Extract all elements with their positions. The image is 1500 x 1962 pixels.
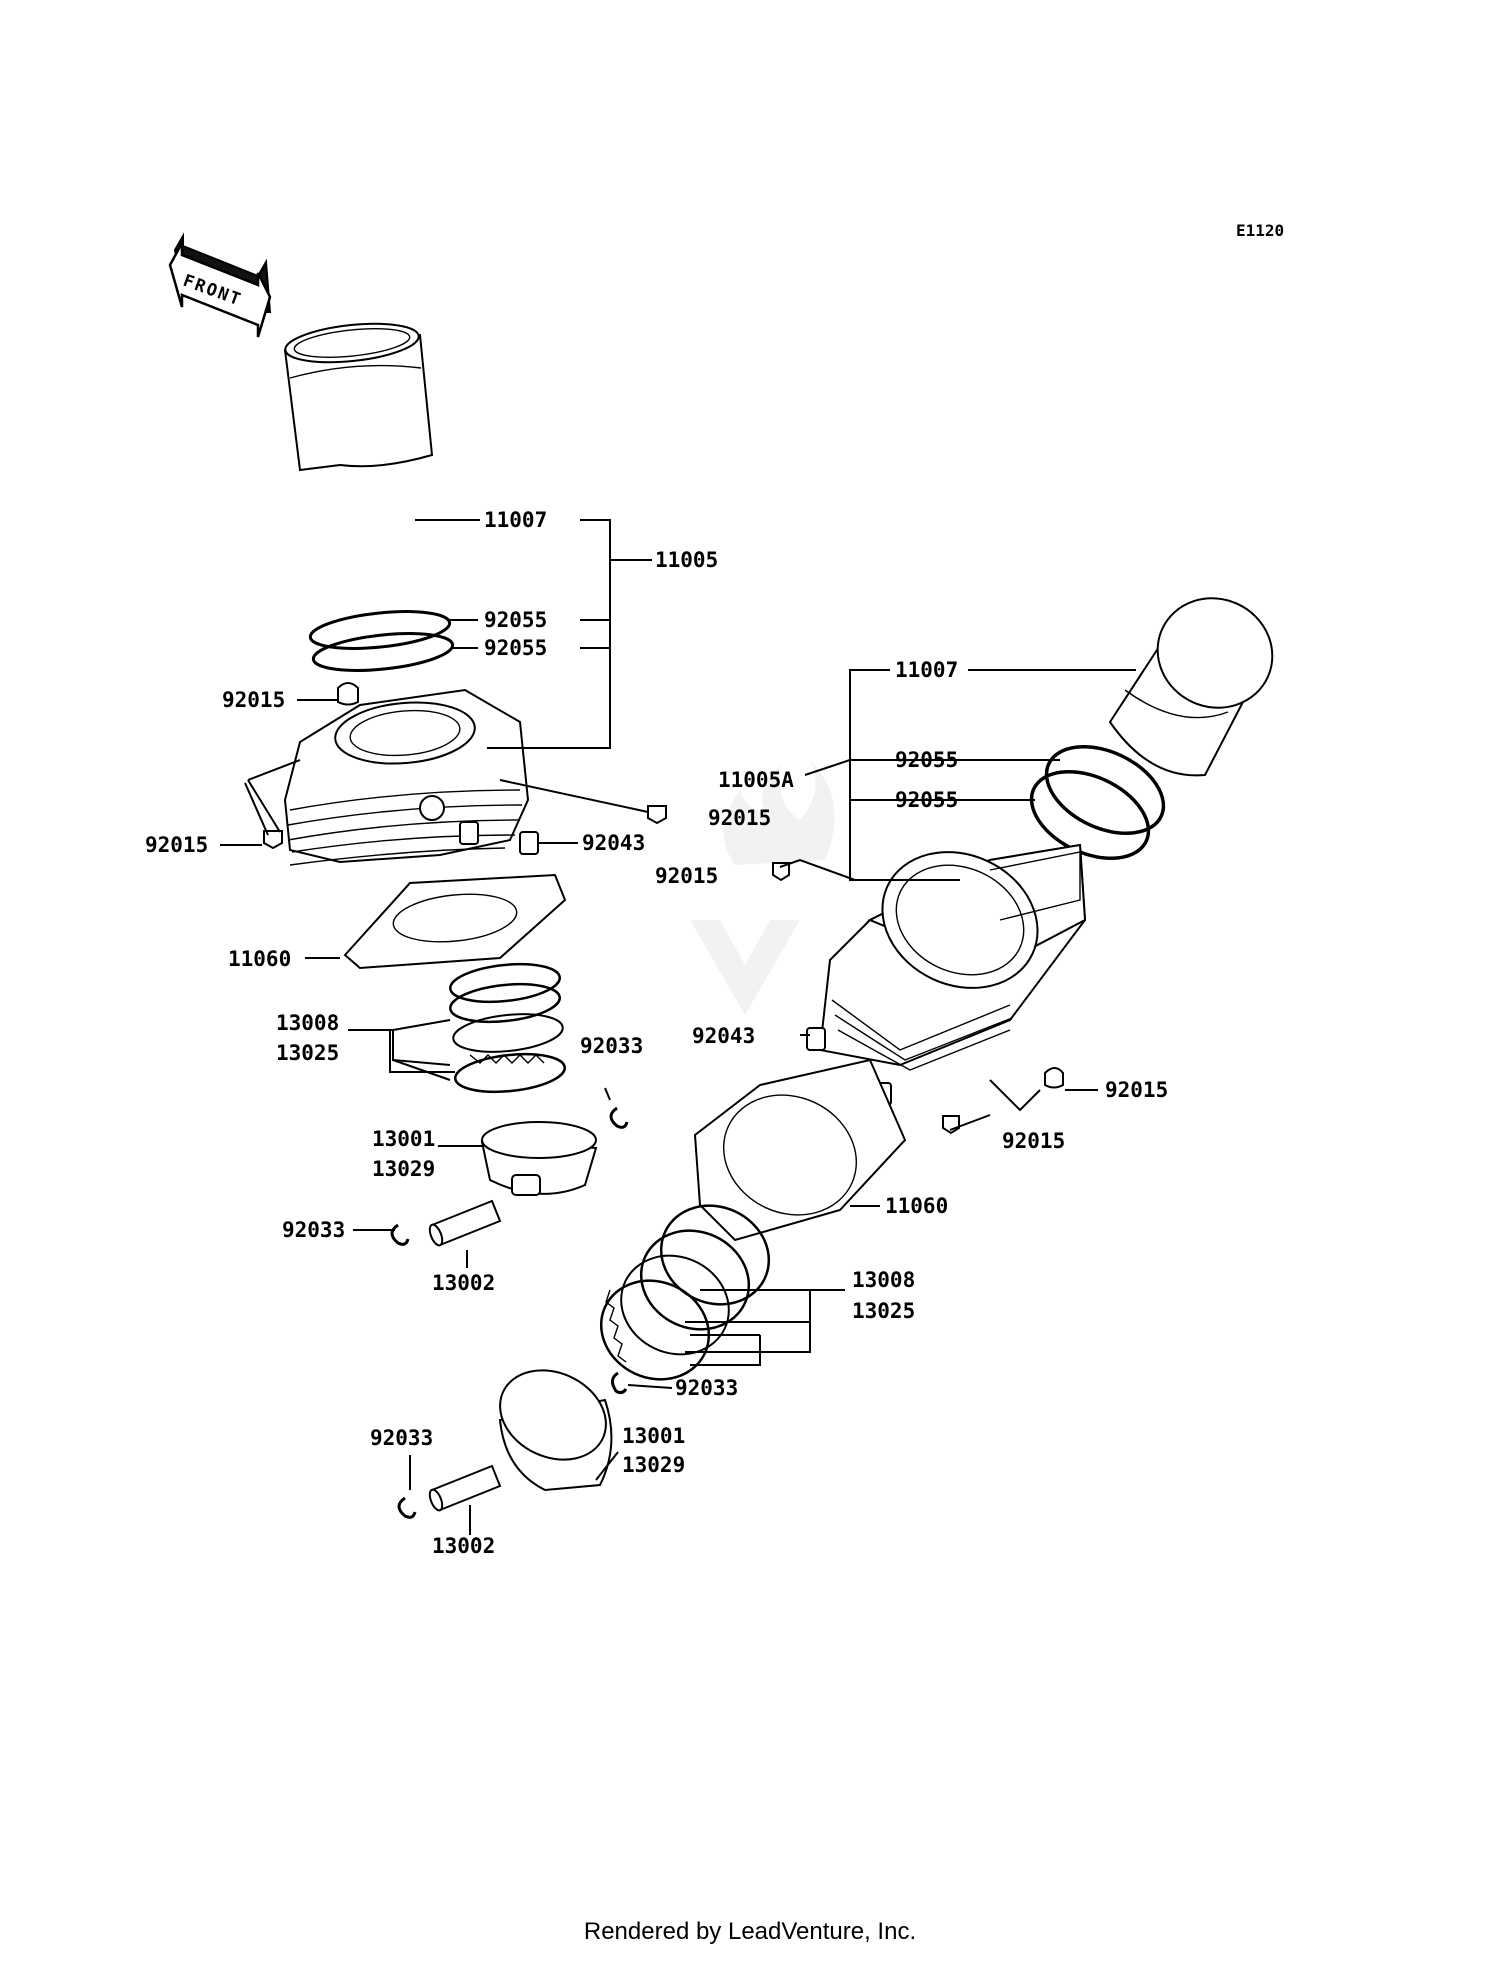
- front-arrow-icon: FRONT: [168, 232, 272, 338]
- cylinder-sleeve-right: [1108, 597, 1274, 777]
- label-13025-right: 13025: [852, 1299, 915, 1323]
- dowel-right: [806, 1027, 826, 1051]
- label-92033-left-a: 92033: [580, 1034, 643, 1058]
- nut-right-b: [1044, 1067, 1064, 1089]
- label-13008-right: 13008: [852, 1268, 915, 1292]
- label-11007-right: 11007: [895, 658, 958, 682]
- label-92015-right-b: 92015: [1105, 1078, 1168, 1102]
- o-ring-right-a: [1044, 744, 1166, 836]
- label-92055-left-a: 92055: [484, 608, 547, 632]
- label-13001-right: 13001: [622, 1424, 685, 1448]
- label-92015-left-mid: 92015: [708, 806, 771, 830]
- piston-pin-left: [428, 1199, 502, 1247]
- label-13008-left: 13008: [276, 1011, 339, 1035]
- watermark-logo: [690, 760, 835, 1015]
- label-11005A: 11005A: [718, 768, 794, 792]
- cylinder-gasket-right: [693, 1058, 907, 1242]
- o-ring-left-b: [311, 632, 455, 672]
- label-92043-left: 92043: [582, 831, 645, 855]
- label-11060-right: 11060: [885, 1194, 948, 1218]
- label-13001-left: 13001: [372, 1127, 435, 1151]
- label-92055-right-b: 92055: [895, 788, 958, 812]
- label-92015-right-a: 92015: [655, 864, 718, 888]
- diagram-code: E1120: [1236, 221, 1284, 240]
- cap-nut-left-top: [337, 682, 359, 706]
- label-92015-left-side: 92015: [145, 833, 208, 857]
- label-13025-left: 13025: [276, 1041, 339, 1065]
- cylinder-block-right: [818, 843, 1087, 1071]
- circlip-right-a: [611, 1371, 628, 1395]
- label-11060-left: 11060: [228, 947, 291, 971]
- piston-pin-right: [428, 1464, 502, 1512]
- label-92015-right-c: 92015: [1002, 1129, 1065, 1153]
- cylinder-gasket-left: [343, 873, 567, 970]
- label-13002-right: 13002: [432, 1534, 495, 1558]
- circlip-left-a: [609, 1106, 629, 1129]
- leader-lines: [220, 519, 1136, 1535]
- cylinder-sleeve-left: [283, 322, 434, 472]
- label-92033-right-b: 92033: [370, 1426, 433, 1450]
- label-92055-right-a: 92055: [895, 748, 958, 772]
- label-92033-right-a: 92033: [675, 1376, 738, 1400]
- nut-left-side: [263, 830, 283, 850]
- label-11005: 11005: [655, 548, 718, 572]
- label-92055-left-b: 92055: [484, 636, 547, 660]
- o-ring-left-a: [308, 610, 452, 650]
- piston-rings-left: [449, 962, 566, 1094]
- label-13002-left: 13002: [432, 1271, 495, 1295]
- nut-left-mid: [647, 805, 667, 825]
- footer-credit: Rendered by LeadVenture, Inc.: [583, 1918, 917, 1945]
- circlip-right-b: [397, 1496, 417, 1519]
- label-92043-right: 92043: [692, 1024, 755, 1048]
- piston-left: [480, 1121, 598, 1196]
- nut-right-a: [772, 862, 790, 882]
- label-92033-left-b: 92033: [282, 1218, 345, 1242]
- circlip-left-b: [390, 1223, 410, 1246]
- cylinder-block-left: [283, 688, 530, 866]
- piston-right: [498, 1369, 613, 1492]
- label-13029-left: 13029: [372, 1157, 435, 1181]
- label-92015-left-top: 92015: [222, 688, 285, 712]
- piston-rings-right: [599, 1204, 771, 1381]
- label-13029-right: 13029: [622, 1453, 685, 1477]
- label-11007-left: 11007: [484, 508, 547, 532]
